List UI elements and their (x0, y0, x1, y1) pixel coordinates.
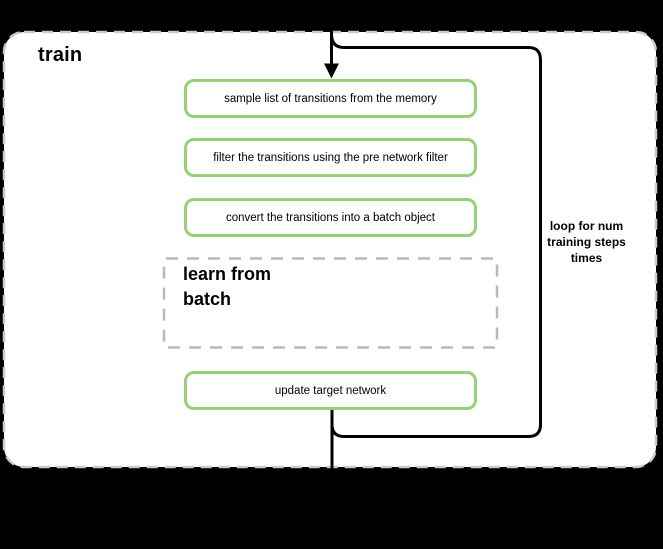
step-filter-transitions: filter the transitions using the pre net… (184, 138, 477, 177)
step-sample-transitions: sample list of transitions from the memo… (184, 79, 477, 118)
train-container-title: train (38, 44, 83, 66)
step-label: update target network (274, 384, 387, 397)
subprocess-learn-from-batch-label: learn from batch (183, 262, 271, 312)
step-label: convert the transitions into a batch obj… (225, 211, 436, 224)
step-convert-transitions: convert the transitions into a batch obj… (184, 198, 477, 237)
subprocess-label-line: batch (183, 289, 232, 309)
step-label: sample list of transitions from the memo… (224, 92, 437, 105)
subprocess-label-line: learn from (183, 264, 272, 284)
arrowhead-icon (324, 63, 339, 79)
step-update-target-network: update target network (184, 371, 477, 410)
loop-boundary (330, 33, 542, 438)
loop-annotation: loop for num training steps times (530, 218, 643, 266)
step-label: filter the transitions using the pre net… (213, 151, 448, 164)
loop-annotation-line: loop for num (549, 219, 624, 233)
loop-annotation-line: training steps (547, 235, 626, 249)
loop-annotation-line: times (570, 251, 603, 265)
